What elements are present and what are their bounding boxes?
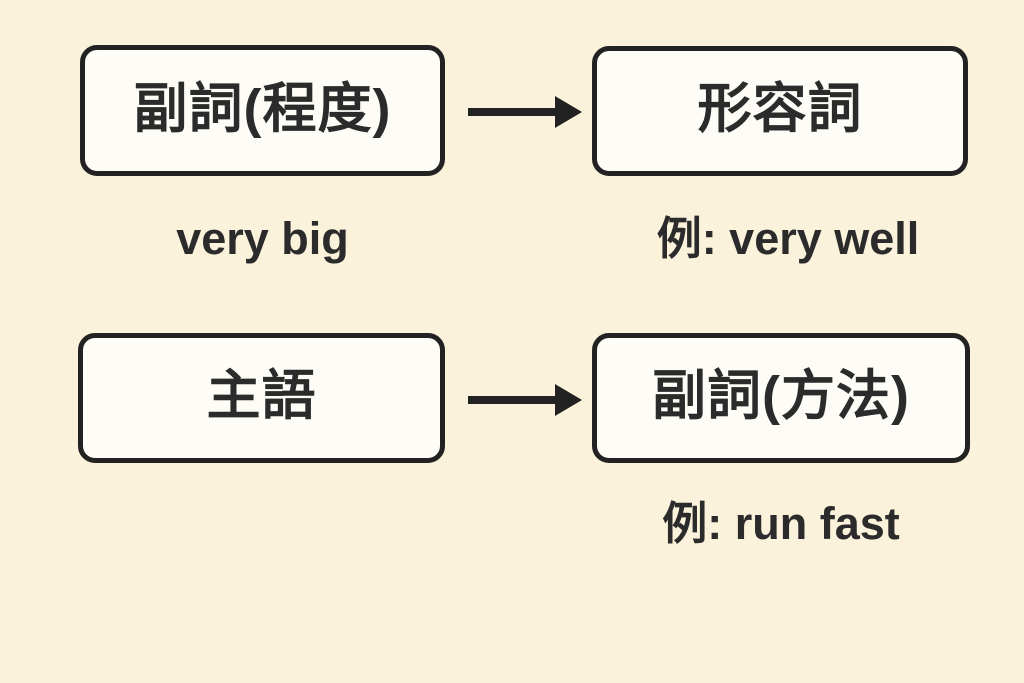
- node-subject: 主語: [78, 333, 445, 463]
- node-adverb-degree: 副詞(程度): [80, 45, 445, 176]
- right-arrow-icon: [468, 96, 582, 128]
- node-adjective: 形容詞: [592, 46, 968, 176]
- right-arrow-icon: [468, 384, 582, 416]
- node-adverb-manner: 副詞(方法): [592, 333, 970, 463]
- node-subject-label: 主語: [206, 366, 317, 426]
- node-adjective-label: 形容詞: [697, 79, 863, 139]
- caption-example-very-well: 例: very well: [656, 213, 920, 264]
- node-adverb-manner-label: 副詞(方法): [652, 366, 910, 426]
- caption-very-big: very big: [176, 213, 349, 264]
- caption-example-run-fast: 例: run fast: [662, 498, 900, 549]
- node-adverb-degree-label: 副詞(程度): [133, 78, 392, 139]
